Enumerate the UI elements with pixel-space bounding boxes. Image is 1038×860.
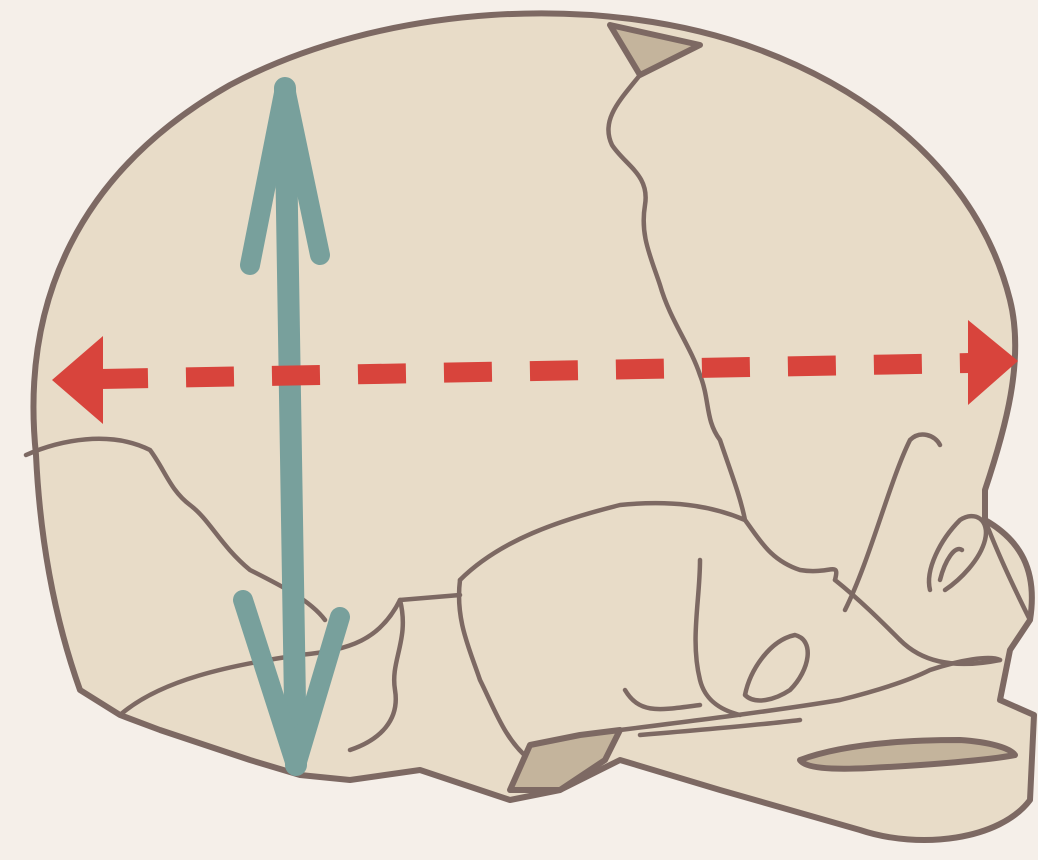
skull-outline: [33, 13, 1034, 840]
vertical-arrow-shaft: [285, 88, 296, 765]
